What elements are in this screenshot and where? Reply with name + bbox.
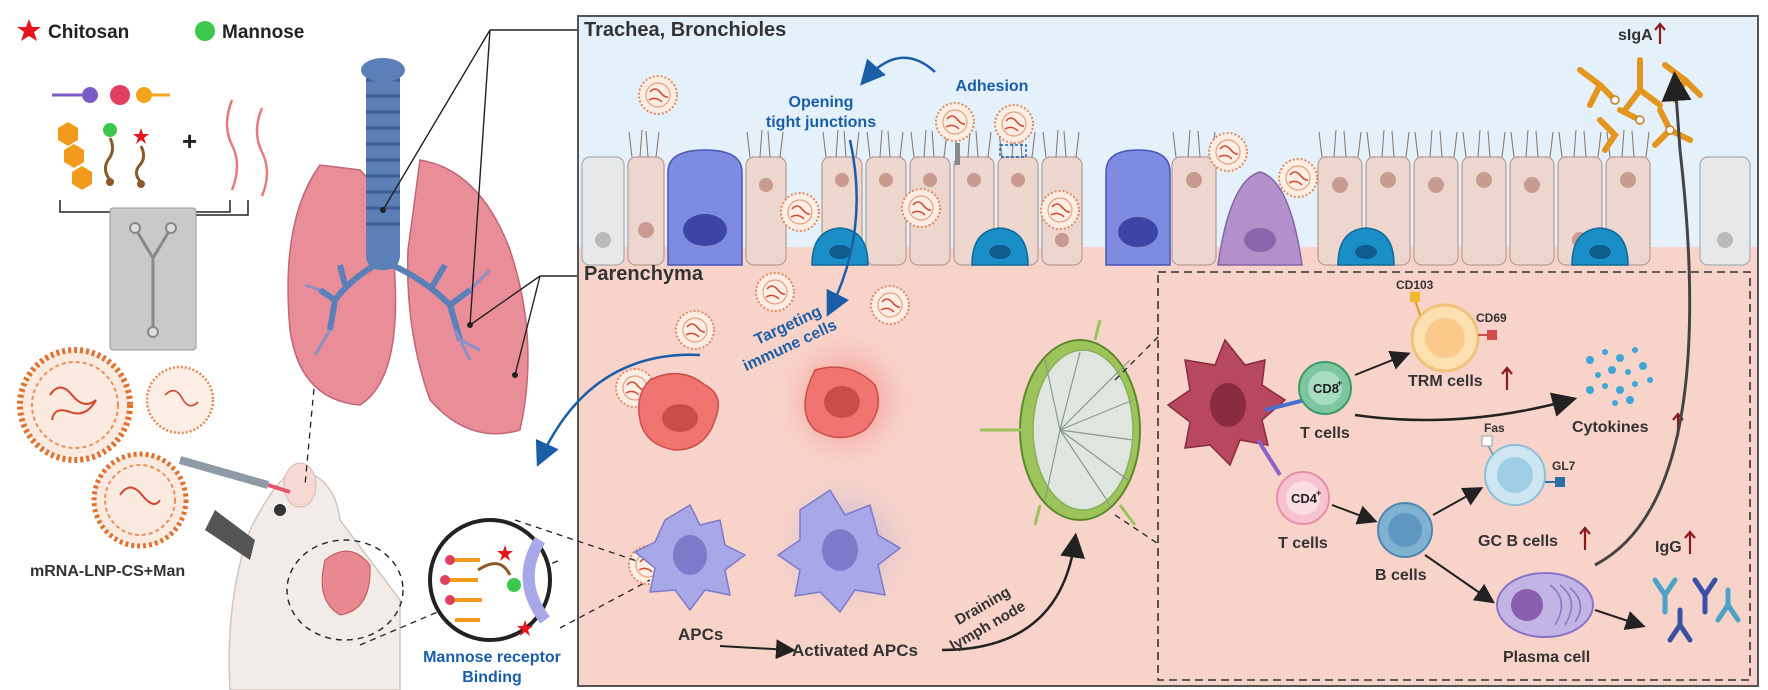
lnp-particles — [17, 347, 215, 549]
legend-mannose: Mannose — [222, 22, 304, 43]
siga-antibodies: sIgA — [1577, 22, 1703, 153]
plasma-cell — [1496, 572, 1594, 638]
parenchyma-title: Parenchyma — [584, 263, 704, 285]
cytokine-dots — [1586, 347, 1653, 406]
t-cells-label-2: T cells — [1278, 535, 1328, 552]
cytokines-label: Cytokines — [1572, 419, 1649, 436]
airway-title: Trachea, Bronchioles — [584, 19, 786, 41]
cd4-label: CD4 — [1291, 491, 1318, 506]
mouse-illustration — [178, 456, 404, 690]
legend-chitosan: Chitosan — [48, 22, 129, 43]
b-cell — [1377, 502, 1433, 558]
legend: Chitosan Mannose — [17, 19, 304, 43]
activated-apcs-label: Activated APCs — [792, 641, 918, 660]
adhesion-arrow — [860, 56, 936, 86]
adhesion-label: Adhesion — [956, 78, 1029, 95]
chitosan-star-icon — [17, 19, 41, 41]
plasma-label: Plasma cell — [1503, 649, 1590, 666]
goblet-cell — [667, 149, 743, 266]
gc-b-cell — [1481, 435, 1565, 506]
igg-antibodies — [1652, 577, 1741, 643]
lung-illustration — [287, 58, 529, 435]
cd69-label: CD69 — [1476, 311, 1507, 325]
basal-cells — [811, 227, 1629, 266]
lung-callout-lines — [380, 29, 578, 378]
cd8-label: CD8 — [1313, 381, 1339, 396]
gc-b-up-arrow-icon — [1579, 526, 1591, 550]
microfluidic-chip — [109, 207, 197, 351]
apcs-label: APCs — [678, 625, 723, 644]
igg-up-arrow-icon — [1684, 530, 1696, 554]
cd4-sup: + — [1316, 488, 1321, 498]
epithelium-layer — [581, 129, 1751, 266]
lymph-node — [980, 319, 1141, 526]
formulation-label: mRNA-LNP-CS+Man — [30, 563, 185, 580]
t-cells-label-1: T cells — [1300, 425, 1350, 442]
siga-secretion-arrow — [1594, 71, 1692, 567]
tcr-connectors — [1256, 398, 1306, 477]
igg-label: IgG — [1655, 539, 1682, 556]
airway-annotations: Opening tight junctions Adhesion — [766, 56, 1029, 317]
trm-cell — [1410, 292, 1497, 373]
opening-label-1: Opening — [789, 94, 854, 111]
apc-cells — [633, 325, 925, 625]
siga-label: sIgA — [1618, 27, 1653, 44]
dendritic-cell — [1166, 338, 1287, 467]
draining-arrow — [941, 532, 1086, 652]
opening-label-2: tight junctions — [766, 114, 876, 131]
cd8-t-cell: CD8 + — [1298, 361, 1352, 415]
immune-box — [1157, 271, 1751, 681]
lipid-components: + — [52, 85, 269, 225]
trm-up-arrow-icon — [1501, 366, 1513, 390]
goblet-cell-2 — [1105, 149, 1171, 266]
targeting-arrow — [535, 353, 701, 467]
cd8-sup: + — [1337, 378, 1342, 388]
cd103-label: CD103 — [1396, 278, 1434, 292]
mannose-receptor-label-1: Mannose receptor — [423, 649, 561, 666]
cd4-t-cell: CD4 + — [1276, 471, 1330, 525]
trm-label: TRM cells — [1408, 373, 1483, 390]
mannose-receptor-label-2: Binding — [462, 669, 522, 686]
plus-sign: + — [182, 126, 197, 156]
b-cells-label: B cells — [1375, 567, 1427, 584]
siga-up-arrow-icon — [1654, 22, 1666, 44]
fas-label: Fas — [1484, 421, 1505, 435]
mannose-receptor-inset — [428, 518, 552, 642]
gl7-label: GL7 — [1552, 459, 1576, 473]
junction-arrow — [826, 139, 858, 317]
secretory-cell — [1217, 171, 1303, 266]
gc-b-label: GC B cells — [1478, 533, 1558, 550]
mannose-dot-icon — [195, 21, 215, 41]
